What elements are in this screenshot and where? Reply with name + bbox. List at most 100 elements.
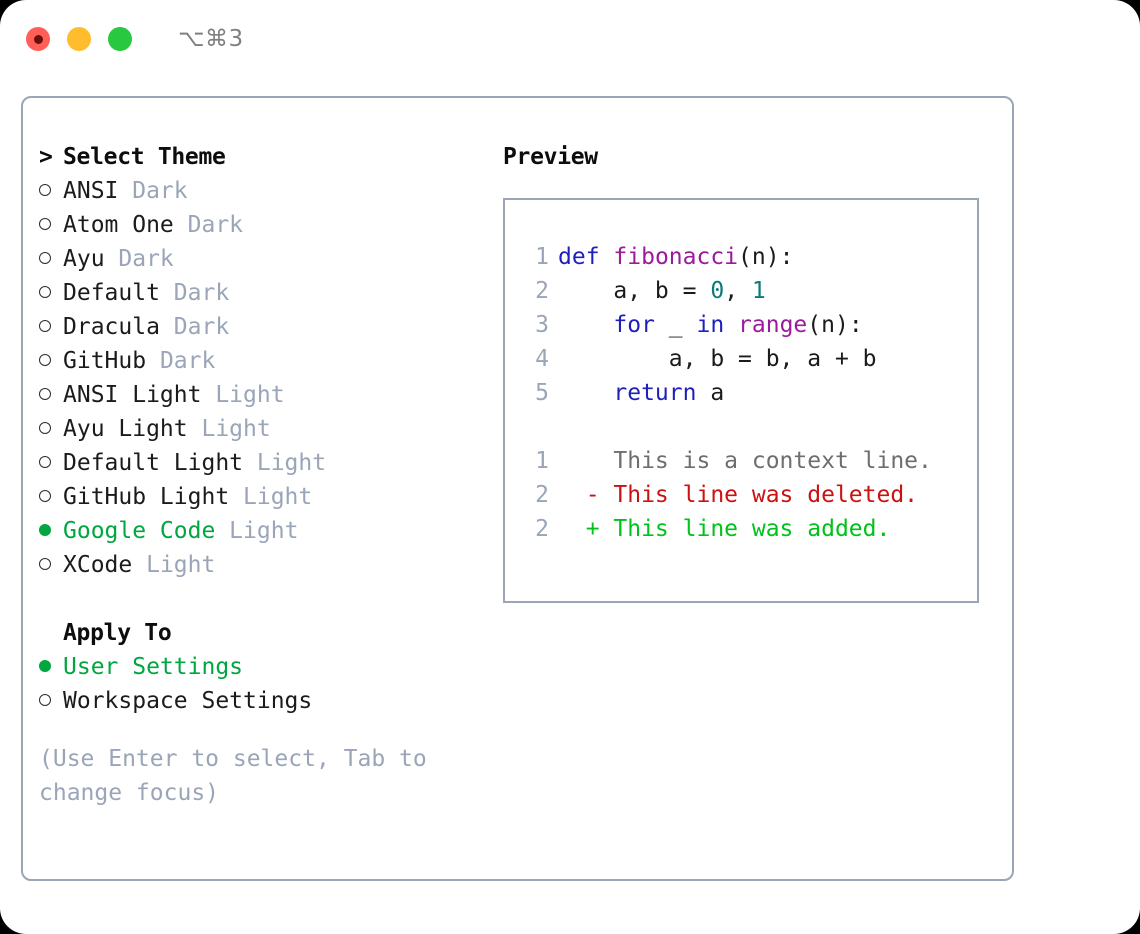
theme-list-item[interactable]: Default Dark bbox=[39, 276, 489, 310]
code-line: 5 return a bbox=[523, 376, 977, 410]
theme-kind-label: Light bbox=[243, 450, 327, 476]
theme-name-label: GitHub Light bbox=[63, 484, 230, 510]
radio-selected-icon[interactable] bbox=[39, 514, 63, 548]
theme-list-item[interactable]: Atom One Dark bbox=[39, 208, 489, 242]
preview-heading: Preview bbox=[503, 144, 598, 170]
apply-to-label: Workspace Settings bbox=[63, 688, 313, 714]
radio-glyph bbox=[39, 489, 51, 502]
radio-glyph bbox=[39, 421, 51, 434]
radio-glyph bbox=[39, 659, 51, 672]
code-token bbox=[600, 244, 614, 270]
diff-line: 2 - This line was deleted. bbox=[523, 478, 977, 512]
zoom-button[interactable] bbox=[108, 27, 132, 51]
theme-kind-label: Dark bbox=[159, 280, 230, 306]
line-number: 4 bbox=[535, 346, 549, 372]
theme-list-item[interactable]: Dracula Dark bbox=[39, 310, 489, 344]
radio-unselected-icon[interactable] bbox=[39, 412, 63, 446]
code-token: (n): bbox=[807, 312, 863, 338]
radio-glyph bbox=[39, 217, 51, 230]
radio-unselected-icon[interactable] bbox=[39, 310, 63, 344]
radio-unselected-icon[interactable] bbox=[39, 344, 63, 378]
theme-name-label: Default Light bbox=[63, 450, 244, 476]
theme-kind-label: Light bbox=[132, 552, 216, 578]
window-controls bbox=[26, 27, 132, 51]
radio-glyph bbox=[39, 523, 51, 536]
radio-unselected-icon[interactable] bbox=[39, 684, 63, 718]
code-line: 3 for _ in range(n): bbox=[523, 308, 977, 342]
code-token bbox=[724, 312, 738, 338]
theme-name-label: Default bbox=[63, 280, 160, 306]
code-token: a, b = bbox=[558, 278, 711, 304]
minimize-button[interactable] bbox=[67, 27, 91, 51]
theme-kind-label: Dark bbox=[146, 348, 216, 374]
theme-list-item[interactable]: XCode Light bbox=[39, 548, 489, 582]
keyboard-hint: (Use Enter to select, Tab to change focu… bbox=[39, 746, 427, 806]
code-token: def bbox=[558, 244, 600, 270]
apply-to-heading: Apply To bbox=[39, 616, 489, 650]
diff-line: 1 This is a context line. bbox=[523, 444, 977, 478]
theme-kind-label: Dark bbox=[104, 246, 174, 272]
theme-kind-label: Light bbox=[229, 484, 313, 510]
radio-unselected-icon[interactable] bbox=[39, 378, 63, 412]
theme-name-label: ANSI bbox=[63, 178, 119, 204]
theme-list-item[interactable]: Default Light Light bbox=[39, 446, 489, 480]
line-number: 2 bbox=[535, 482, 549, 508]
apply-to-item[interactable]: Workspace Settings bbox=[39, 684, 489, 718]
theme-list-item[interactable]: GitHub Dark bbox=[39, 344, 489, 378]
line-number: 3 bbox=[535, 312, 549, 338]
section-spacer bbox=[39, 582, 489, 616]
theme-list-item[interactable]: ANSI Light Light bbox=[39, 378, 489, 412]
code-token bbox=[558, 312, 613, 338]
apply-to-label: User Settings bbox=[63, 654, 244, 680]
code-line: 4 a, b = b, a + b bbox=[523, 342, 977, 376]
diff-line: 2 + This line was added. bbox=[523, 512, 977, 546]
theme-name-label: Atom One bbox=[63, 212, 174, 238]
code-token: , bbox=[724, 278, 752, 304]
theme-name-label: Google Code bbox=[63, 518, 216, 544]
radio-glyph bbox=[39, 353, 51, 366]
radio-unselected-icon[interactable] bbox=[39, 446, 63, 480]
line-number: 2 bbox=[535, 278, 549, 304]
theme-list-item[interactable]: Google Code Light bbox=[39, 514, 489, 548]
radio-unselected-icon[interactable] bbox=[39, 208, 63, 242]
theme-list-item[interactable]: ANSI Dark bbox=[39, 174, 489, 208]
select-theme-heading-label: Select Theme bbox=[63, 144, 226, 170]
radio-unselected-icon[interactable] bbox=[39, 174, 63, 208]
diff-text: This is a context line. bbox=[558, 448, 932, 474]
theme-name-label: XCode bbox=[63, 552, 133, 578]
theme-name-label: Ayu bbox=[63, 246, 105, 272]
code-token: 1 bbox=[751, 278, 766, 304]
theme-name-label: Dracula bbox=[63, 314, 160, 340]
code-line: 2 a, b = 0, 1 bbox=[523, 274, 977, 308]
radio-unselected-icon[interactable] bbox=[39, 276, 63, 310]
code-token: fibonacci bbox=[613, 244, 739, 270]
code-token: return bbox=[613, 380, 697, 406]
diff-text: - This line was deleted. bbox=[558, 482, 919, 508]
radio-glyph bbox=[39, 557, 51, 570]
theme-name-label: ANSI Light bbox=[63, 382, 202, 408]
theme-list-item[interactable]: GitHub Light Light bbox=[39, 480, 489, 514]
theme-kind-label: Dark bbox=[173, 212, 244, 238]
radio-unselected-icon[interactable] bbox=[39, 480, 63, 514]
theme-kind-label: Light bbox=[215, 518, 299, 544]
code-token: range bbox=[738, 312, 808, 338]
code-token: for bbox=[613, 312, 655, 338]
radio-selected-icon[interactable] bbox=[39, 650, 63, 684]
theme-list-item[interactable]: Ayu Light Light bbox=[39, 412, 489, 446]
radio-unselected-icon[interactable] bbox=[39, 548, 63, 582]
theme-name-label: GitHub bbox=[63, 348, 147, 374]
radio-unselected-icon[interactable] bbox=[39, 242, 63, 276]
apply-to-item[interactable]: User Settings bbox=[39, 650, 489, 684]
theme-list-item[interactable]: Ayu Dark bbox=[39, 242, 489, 276]
title-bar: ⌥⌘3 bbox=[0, 0, 1140, 78]
close-button[interactable] bbox=[26, 27, 50, 51]
line-number: 2 bbox=[535, 516, 549, 542]
select-theme-heading: >Select Theme bbox=[39, 140, 489, 174]
